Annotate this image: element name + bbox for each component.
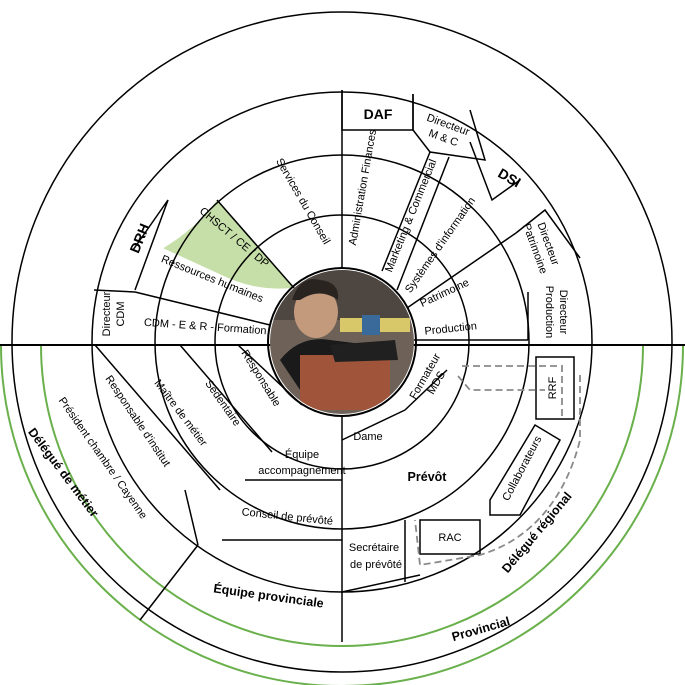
equipe-accompagnement-label-2: accompagnement — [258, 465, 345, 477]
divider-info — [396, 156, 450, 291]
divider-marketing — [381, 151, 431, 272]
dir-cdm-label-2: CDM — [115, 301, 127, 326]
dir-mc-box — [412, 94, 487, 161]
rac-label: RAC — [438, 532, 461, 544]
dsi-box — [469, 141, 521, 202]
dir-cdm-box — [93, 289, 136, 293]
dame-label: Dame — [353, 431, 382, 443]
divider-formateur — [404, 369, 448, 411]
production-label: Production — [424, 320, 478, 337]
divider-services-chsct — [216, 199, 295, 289]
dir-production-label-1: Directeur — [557, 290, 569, 335]
dashed-line-3 — [414, 375, 581, 567]
divider-maitre — [94, 344, 221, 491]
divider-institut — [184, 489, 199, 546]
divider-sedentaire — [179, 344, 273, 453]
rrf-label: RRF — [547, 376, 559, 399]
divider-dame — [341, 409, 406, 441]
provincial-label: Provincial — [450, 614, 511, 644]
maitre-metier-label: Maître de métier — [152, 378, 210, 449]
divider-patrimoine — [406, 232, 517, 309]
divider-responsable — [237, 344, 303, 406]
divider-secretaire — [341, 574, 421, 593]
dsi-label: DSI — [495, 165, 523, 191]
delegue-metier-arc — [0, 344, 684, 685]
outer-ring — [11, 11, 673, 673]
chsct-highlight — [163, 200, 295, 289]
secretaire-label-1: Secrétaire — [349, 542, 399, 554]
drh-label: DRH — [126, 221, 152, 255]
divider-president — [139, 544, 199, 621]
admin-finances-label: Administration Finances — [347, 128, 379, 246]
collaborateurs-label: Collaborateurs — [500, 434, 544, 503]
secretaire-label-2: de prévôté — [350, 559, 402, 571]
president-arc — [40, 344, 644, 647]
divider-rh-cdm — [134, 291, 271, 326]
dir-production-label-2: Production — [543, 286, 555, 339]
dashed-line-1 — [462, 365, 563, 420]
center-photo — [270, 270, 414, 414]
conseil-prevote-label: Conseil de prévôté — [241, 506, 333, 528]
daf-label: DAF — [364, 106, 393, 122]
dir-cdm-label-1: Directeur — [101, 291, 113, 336]
dir-patrimoine-box — [515, 208, 581, 259]
dashed-line-2 — [457, 375, 545, 391]
services-conseil-label: Services du Conseil — [273, 156, 332, 246]
rac-box — [419, 519, 481, 555]
equipe-provinciale-label: Équipe provinciale — [213, 580, 325, 610]
equipe-accompagnement-label-1: Équipe — [285, 448, 319, 461]
rrf-box — [535, 356, 575, 420]
prevot-label: Prévôt — [408, 470, 448, 484]
collaborateurs-box — [489, 423, 561, 516]
drh-box — [132, 199, 169, 291]
